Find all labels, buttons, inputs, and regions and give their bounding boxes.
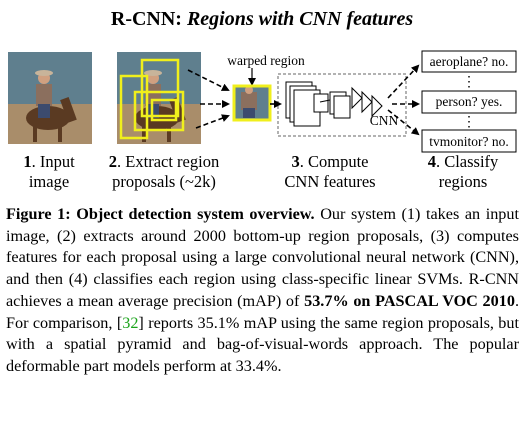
figure-caption: Figure 1: Object detection system overvi… xyxy=(6,204,519,378)
output-aeroplane: aeroplane? no. xyxy=(430,54,509,69)
figure-title: R-CNN: Regions with CNN features xyxy=(111,8,413,30)
proposal-box-person xyxy=(140,58,180,118)
proposal-box-large xyxy=(133,90,185,132)
cnn-label: CNN xyxy=(370,113,399,128)
citation-link[interactable]: 32 xyxy=(122,313,139,332)
step-4-label: 4. Classify xyxy=(428,152,499,171)
output-tvmonitor: tvmonitor? no. xyxy=(429,134,509,149)
input-image xyxy=(8,52,92,144)
proposal-box-small xyxy=(150,98,178,122)
caption-lead: Figure 1: Object detection system overvi… xyxy=(6,205,315,223)
caption-text-3: ] reports 35.1% mAP using the same regio… xyxy=(6,313,519,375)
caption-highlight: 53.7% on PASCAL VOC 2010 xyxy=(304,291,515,310)
output-person: person? yes. xyxy=(436,94,503,109)
output-ellipsis-bottom: ⋮ xyxy=(462,115,476,130)
step-2-sublabel: proposals (~2k) xyxy=(112,172,216,191)
output-arrows xyxy=(387,64,420,136)
warped-region-label: warped region xyxy=(227,53,305,68)
step-1-label: 1. Input xyxy=(23,152,75,171)
proposal-box-horse xyxy=(119,74,149,140)
warped-region-thumbnail xyxy=(232,84,272,122)
caption-text-2: . For comparison, [ xyxy=(6,291,519,332)
figure-title-italic: Regions with CNN features xyxy=(186,8,413,30)
output-ellipsis-top: ⋮ xyxy=(462,75,476,90)
step-3-label: 3. Compute xyxy=(292,152,369,171)
step-3-sublabel: CNN features xyxy=(284,172,375,191)
step-4-sublabel: regions xyxy=(439,172,488,191)
output-boxes: aeroplane? no. ⋮ person? yes. ⋮ tvmonito… xyxy=(421,50,517,153)
figure-title-prefix: R-CNN: xyxy=(111,8,187,30)
step-1-sublabel: image xyxy=(29,172,69,191)
region-proposals-image xyxy=(117,52,201,144)
step-2-label: 2. Extract region xyxy=(109,152,219,171)
caption-text-1: Our system (1) takes an input image, (2)… xyxy=(6,205,519,310)
cnn-block: CNN xyxy=(270,73,407,137)
proposal-arrows xyxy=(187,69,230,129)
step-labels: 1. Input image 2. Extract region proposa… xyxy=(23,152,499,191)
rcnn-overview-figure: R-CNN: Regions with CNN features xyxy=(8,8,517,191)
